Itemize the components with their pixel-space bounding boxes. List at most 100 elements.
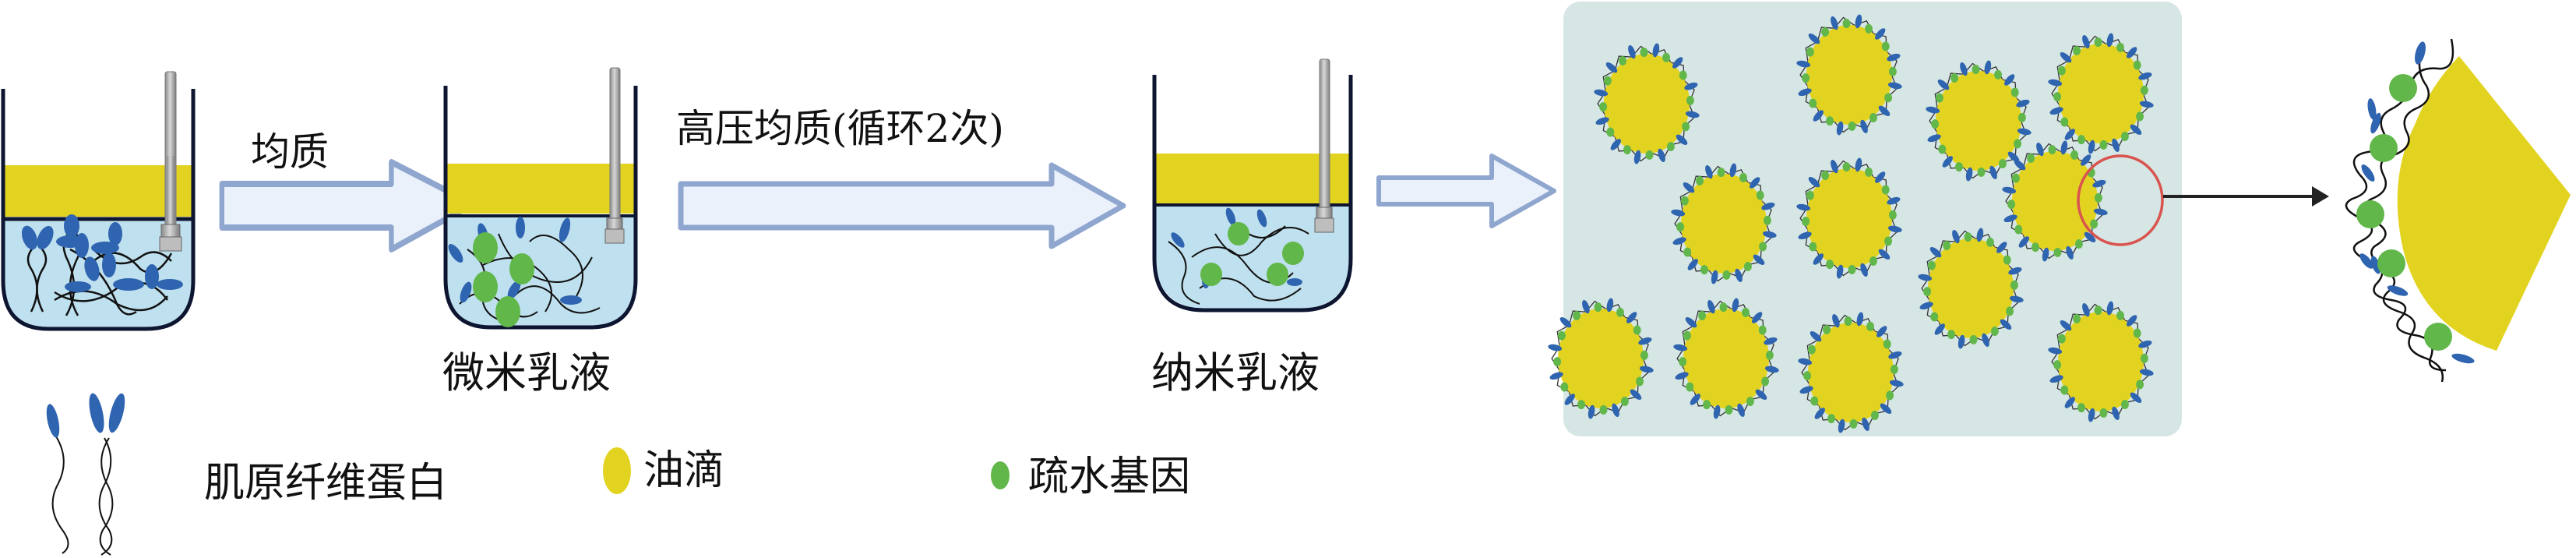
hydrophobic-group [1842, 162, 1851, 172]
protein-head [1888, 351, 1902, 359]
hydrophobic-group [1696, 176, 1704, 185]
hydrophobic-group [2074, 239, 2083, 249]
hydrophobic-group [1827, 414, 1835, 424]
hydrophobic-group [2094, 192, 2102, 203]
protein-head [1735, 268, 1743, 283]
hydrophobic-group [1986, 237, 1994, 247]
hydrophobic-group [2136, 111, 2144, 122]
protein-head [2000, 319, 2012, 330]
protein-heads [21, 214, 183, 292]
hydrophobic-group [1826, 260, 1834, 270]
hydrophobic-group [2014, 224, 2023, 235]
hydrophobic-group [1809, 242, 1817, 252]
hydrophobic-group [1844, 316, 1852, 327]
protein-head [1606, 298, 1614, 313]
protein-head [1996, 242, 2007, 253]
hydrophobic-group [1865, 167, 1873, 177]
hydrophobic-group [1560, 382, 1569, 392]
protein-head [1942, 156, 1953, 168]
protein-head [1612, 403, 1619, 418]
protein-head [1798, 358, 1813, 366]
hydrophobic-group [1680, 196, 1689, 206]
protein-head [1683, 182, 1695, 193]
hydrophobic-group [1972, 65, 1980, 75]
protein-head [2016, 99, 2030, 108]
hydrophobic-group [2099, 140, 2108, 150]
hydrophobic-groups [473, 232, 534, 327]
protein-head [1860, 119, 1868, 134]
protein-head [1927, 134, 1941, 143]
protein-head [1685, 317, 1697, 328]
hydrophobic-group [2116, 42, 2124, 52]
protein-head [1929, 247, 1942, 258]
protein-head [1831, 159, 1838, 174]
hydrophobic-group [1990, 327, 1999, 336]
protein-head [1750, 177, 1760, 189]
hydrophobic-group [1662, 52, 1670, 62]
oil-droplet [2012, 151, 2098, 251]
protein-head [1875, 28, 1886, 40]
hydrophobic-group [1881, 185, 1890, 195]
hydrophobic-group [1881, 41, 1890, 51]
protein-head [1549, 372, 1563, 380]
hydrophobic-group [1883, 339, 1891, 349]
protein-head [2082, 302, 2090, 317]
protein-head [2036, 142, 2044, 157]
protein-head [2139, 369, 2154, 376]
protein-head [1798, 88, 1812, 97]
coated-oil-droplet [1671, 163, 1777, 284]
hydrophobic-group [1870, 411, 1879, 420]
protein-head [2092, 179, 2106, 188]
hydrophobic-group [1890, 364, 1898, 374]
hydrophobic-group [1636, 376, 1644, 387]
hydrophobic-group [1821, 171, 1830, 180]
protein-head [2002, 186, 2017, 194]
hydrophobic-group [1821, 27, 1830, 37]
protein-head [1548, 344, 1563, 351]
coated-oil-droplet [1918, 228, 2024, 349]
hydrophobic-group [1930, 312, 1939, 322]
oil-droplet-segment [2397, 56, 2571, 351]
protein-head [2106, 301, 2114, 316]
oil-droplet [1604, 54, 1690, 154]
protein-head [2007, 151, 2020, 162]
protein-head [2014, 160, 2026, 171]
hydrophobic-group [1606, 127, 1615, 137]
protein-head [1737, 403, 1745, 418]
hydrophobic-group [1703, 400, 1711, 410]
hydrophobic-group [1888, 66, 1897, 76]
myofibrillar-protein-icon [46, 393, 125, 556]
protein-head [2106, 33, 2114, 48]
oil-droplet [1806, 168, 1892, 268]
hydrophobic-group [1977, 167, 1986, 177]
hydrophobic-group [1765, 350, 1774, 360]
protein-head [1595, 117, 1609, 125]
hydrophobic-group [1842, 19, 1851, 29]
hydrophobic-group [2094, 305, 2102, 316]
hydrophobic-group [2116, 310, 2124, 320]
hydrophobic-group [1683, 330, 1691, 341]
hydrophobic-group [1717, 168, 1725, 178]
protein-head [1799, 386, 1813, 394]
protein-head [2017, 128, 2032, 136]
hydrophobic-group [1955, 162, 1963, 172]
protein-head [1582, 299, 1590, 314]
hydrophobic-group [1849, 418, 1858, 429]
hydrophobic-group [1700, 265, 1708, 275]
protein-head [2004, 74, 2015, 86]
oil-droplet [2058, 312, 2144, 411]
protein-head [1732, 298, 1739, 313]
protein-head [1755, 389, 1767, 400]
protein-head [1838, 418, 1845, 433]
protein-head [1630, 389, 1642, 400]
hydrophobic-group [1826, 116, 1834, 126]
hydrophobic-group [1756, 190, 1764, 200]
protein-head [1638, 337, 1652, 345]
hydrophobic-group [1623, 145, 1631, 155]
homogenizer-probe-icon [604, 67, 625, 244]
protein-head [2060, 140, 2068, 155]
coated-oil-droplet [1673, 298, 1779, 419]
hydrophobic-group [1619, 56, 1627, 65]
oil-droplet [2058, 44, 2144, 143]
protein-head [1958, 334, 1965, 349]
